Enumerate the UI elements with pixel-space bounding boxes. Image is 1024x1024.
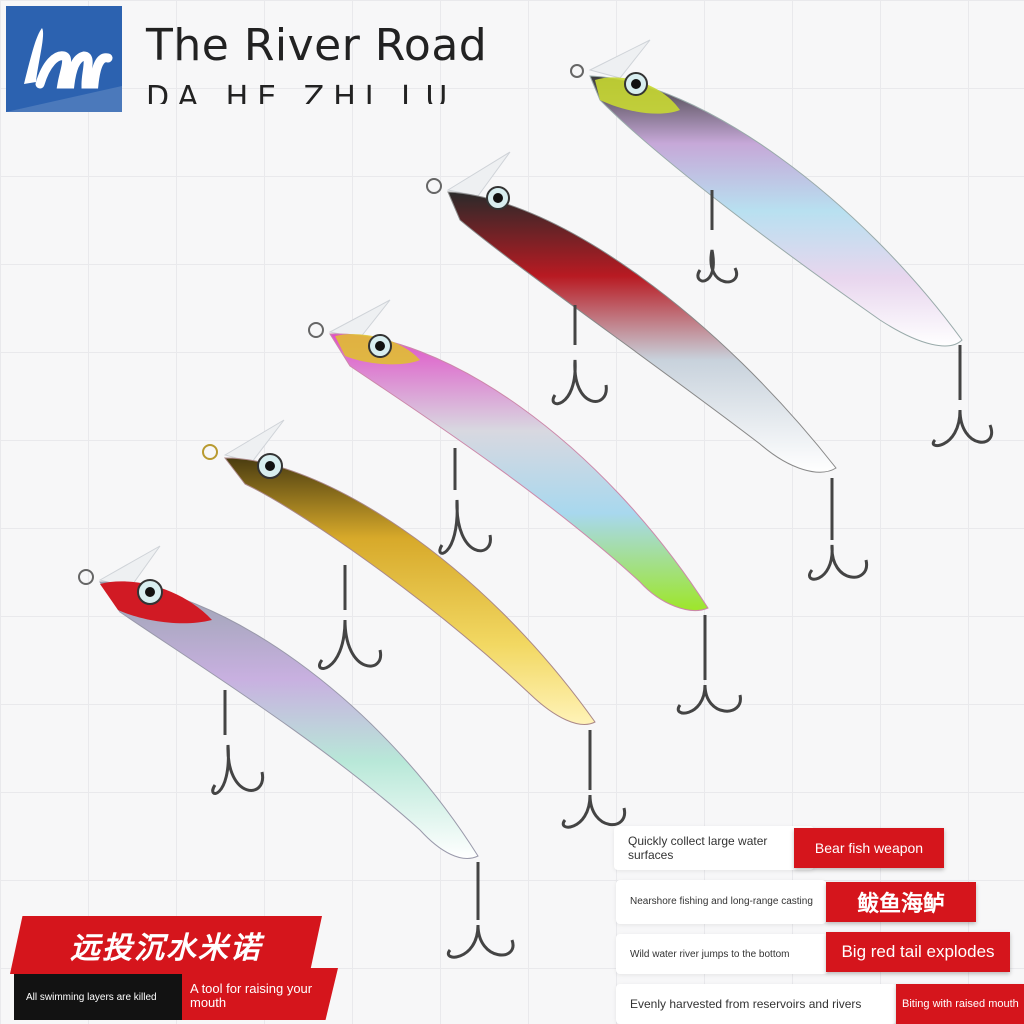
- lure-2: [426, 151, 869, 581]
- chinese-title-banner: 远投沉水米诺: [10, 916, 322, 974]
- feature-highlight-4: Biting with raised mouth: [896, 984, 1024, 1024]
- feature-highlight-2: 鲅鱼海鲈: [826, 882, 976, 922]
- chinese-title: 远投沉水米诺: [70, 931, 262, 966]
- feature-description-2: Nearshore fishing and long-range casting: [616, 880, 826, 924]
- feature-description-1: Quickly collect large water surfaces: [614, 826, 814, 870]
- feature-highlight-3: Big red tail explodes: [826, 932, 1010, 972]
- feature-description-3: Wild water river jumps to the bottom: [616, 934, 828, 974]
- feature-description-4: Evenly harvested from reservoirs and riv…: [616, 984, 896, 1024]
- lure-4: [202, 419, 627, 829]
- feature-highlight-1: Bear fish weapon: [794, 828, 944, 868]
- tag-red-label: A tool for raising your mouth: [190, 981, 313, 1010]
- lure-5: [78, 545, 515, 959]
- brand-title: The River Road: [146, 20, 488, 71]
- tag-red: A tool for raising your mouth: [182, 968, 338, 1020]
- brand-logo: [6, 6, 122, 112]
- tag-dark-label: All swimming layers are killed: [26, 991, 157, 1003]
- logo-mark-icon: [6, 28, 122, 112]
- brand-subtitle: DA HE ZHI LU: [146, 80, 457, 104]
- lure-1: [570, 39, 994, 447]
- tag-dark: All swimming layers are killed: [14, 974, 182, 1020]
- lure-3: [308, 299, 742, 715]
